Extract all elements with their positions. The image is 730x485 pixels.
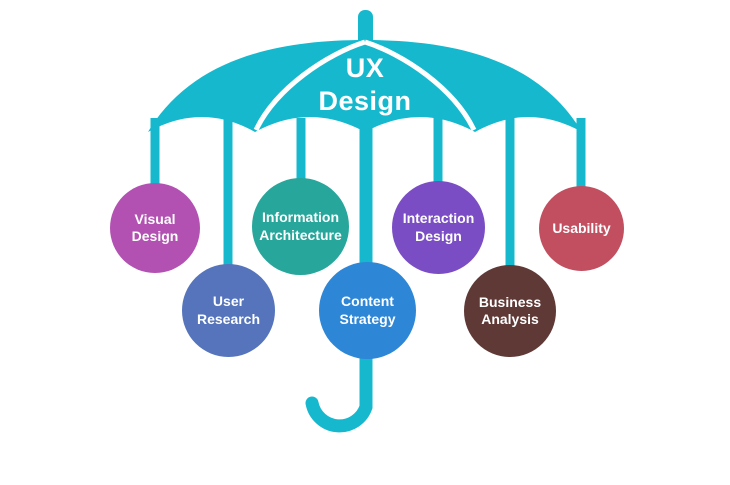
umbrella-title-line2: Design: [318, 86, 412, 116]
umbrella-rib-right: [364, 39, 477, 132]
circle-label-usability: Usability: [552, 219, 611, 236]
umbrella-knob: [358, 10, 373, 48]
umbrella-pole: [305, 121, 373, 433]
circle-user-research: User Research: [182, 264, 275, 357]
umbrella-canopy: [148, 40, 582, 132]
circle-label-business-analysis: Business Analysis: [478, 293, 542, 328]
umbrella-title-line1: UX: [345, 53, 385, 83]
circle-information-architecture: Information Architecture: [252, 178, 349, 275]
circle-label-content-strategy: Content Strategy: [339, 293, 396, 327]
circle-usability: Usability: [539, 186, 624, 271]
circle-label-information-architecture: Information Architecture: [259, 209, 342, 243]
circle-label-user-research: User Research: [196, 293, 261, 327]
umbrella-title: UX Design: [265, 52, 465, 118]
circle-content-strategy: Content Strategy: [319, 262, 416, 359]
circle-visual-design: Visual Design: [110, 183, 200, 273]
umbrella-rib-left: [253, 39, 366, 132]
circle-business-analysis: Business Analysis: [464, 265, 556, 357]
circle-label-interaction-design: Interaction Design: [402, 210, 475, 244]
circle-interaction-design: Interaction Design: [392, 181, 485, 274]
circle-label-visual-design: Visual Design: [131, 210, 179, 245]
